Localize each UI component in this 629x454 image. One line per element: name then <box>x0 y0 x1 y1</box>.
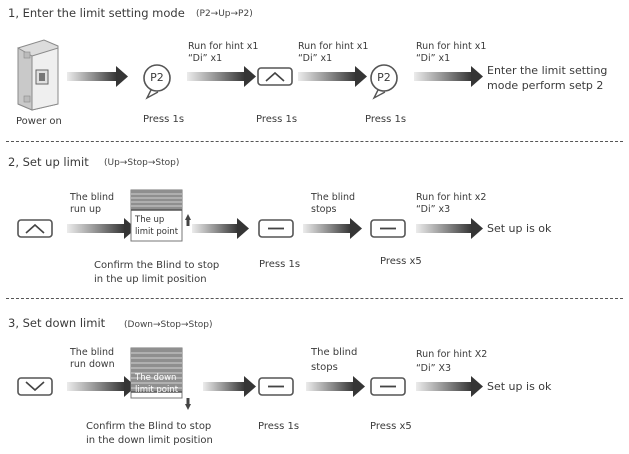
up-limit-label: The up limit point <box>135 214 178 238</box>
p2-button-icon <box>143 64 171 100</box>
down-button-icon <box>17 377 53 396</box>
stop-button-icon-3b <box>370 377 406 396</box>
section1-sequence: (P2→Up→P2) <box>196 9 253 19</box>
arrow-2-1 <box>67 218 136 239</box>
arrow-3-4 <box>416 376 483 397</box>
result-line1: Enter the limit setting <box>487 64 608 77</box>
arrow-1-2 <box>187 66 256 87</box>
blind-icon-up <box>130 189 191 242</box>
confirm-down-text: Confirm the Blind to stop in the down li… <box>86 420 213 448</box>
confirm-up-text: Confirm the Blind to stop in the up limi… <box>94 259 219 287</box>
press-label-3: Press 1s <box>365 114 407 125</box>
hint-3-line2: “Di” x1 <box>416 53 451 64</box>
section2-title: 2, Set up limit <box>8 155 89 169</box>
up-button-icon <box>257 67 293 86</box>
blind-icon-down <box>130 347 191 410</box>
confirm-down-line2: in the down limit position <box>86 435 213 446</box>
section2-sequence: (Up→Stop→Stop) <box>104 158 180 168</box>
stop-button-icon-2b <box>370 219 406 238</box>
hint-1-line1: Run for hint x1 <box>188 41 259 52</box>
section1-title: 1, Enter the limit setting mode <box>8 6 185 20</box>
confirm-up-line1: Confirm the Blind to stop <box>94 260 220 271</box>
hint-section2-line2: “Di” x3 <box>416 204 451 215</box>
separator-1 <box>6 141 623 142</box>
arrow-1-1 <box>67 66 128 87</box>
section3-sequence: (Down→Stop→Stop) <box>124 320 213 330</box>
result-setup-ok-3: Set up is ok <box>487 380 552 393</box>
blind-run-down-text: The blind run down <box>70 347 115 371</box>
press-label-1: Press 1s <box>143 114 185 125</box>
blind-stops-line1: The blind <box>311 192 356 203</box>
hint-section3: Run for hint X2 “Di” X3 <box>416 348 487 376</box>
p2-label-second: P2 <box>377 71 391 84</box>
blind-stops-text: The blind stops <box>311 192 355 216</box>
hint-section3-line1: Run for hint X2 <box>416 349 488 360</box>
blind-run-down-line2: run down <box>70 359 115 370</box>
hint-3-line1: Run for hint x1 <box>416 41 487 52</box>
blind-run-down-line1: The blind <box>70 347 115 358</box>
section3-title: 3, Set down limit <box>8 316 106 330</box>
separator-2 <box>6 298 623 299</box>
arrow-3-3 <box>306 376 365 397</box>
result-enter-mode: Enter the limit setting mode perform set… <box>487 63 607 93</box>
arrow-2-3 <box>303 218 362 239</box>
hint-2: Run for hint x1 “Di” x1 <box>298 41 368 65</box>
press-label-2b: Press x5 <box>380 256 422 267</box>
blind-stops-3-line2: stops <box>311 362 338 373</box>
hint-1-line2: “Di” x1 <box>188 53 223 64</box>
power-on-label: Power on <box>16 116 62 127</box>
hint-section2-line1: Run for hint x2 <box>416 192 487 203</box>
press-label-2a: Press 1s <box>259 259 301 270</box>
blind-run-up-line1: The blind <box>70 192 115 203</box>
hint-3: Run for hint x1 “Di” x1 <box>416 41 486 65</box>
confirm-up-line2: in the up limit position <box>94 274 207 285</box>
stop-button-icon-2a <box>258 219 294 238</box>
arrow-2-4 <box>416 218 483 239</box>
down-limit-label: The down limit point <box>135 372 178 396</box>
blind-run-up-line2: run up <box>70 204 102 215</box>
arrow-1-4 <box>414 66 483 87</box>
hint-2-line2: “Di” x1 <box>298 53 333 64</box>
arrow-3-1 <box>67 376 136 397</box>
blind-run-up-text: The blind run up <box>70 192 114 216</box>
up-limit-line2: limit point <box>135 227 179 237</box>
down-limit-line2: limit point <box>135 385 179 395</box>
down-limit-line1: The down <box>135 373 177 383</box>
stop-button-icon-3a <box>258 377 294 396</box>
hint-2-line1: Run for hint x1 <box>298 41 369 52</box>
p2-label: P2 <box>150 71 164 84</box>
press-label-3b: Press x5 <box>370 421 412 432</box>
up-button-icon-2 <box>17 219 53 238</box>
p2-button-icon-second <box>370 64 398 100</box>
result-line2: mode perform setp 2 <box>487 79 604 92</box>
hint-section3-line2: “Di” X3 <box>416 363 452 374</box>
confirm-down-line1: Confirm the Blind to stop <box>86 421 212 432</box>
blind-stops-line2: stops <box>311 204 337 215</box>
result-setup-ok-2: Set up is ok <box>487 222 552 235</box>
arrow-2-2 <box>192 218 249 239</box>
power-switch-icon <box>17 39 59 111</box>
press-label-2: Press 1s <box>256 114 298 125</box>
press-label-3a: Press 1s <box>258 421 300 432</box>
arrow-1-3 <box>298 66 367 87</box>
blind-stops-3-line1: The blind <box>311 347 358 358</box>
hint-1: Run for hint x1 “Di” x1 <box>188 41 258 65</box>
blind-stops-text-3: The blind stops <box>311 345 357 375</box>
arrow-3-2 <box>203 376 256 397</box>
hint-section2: Run for hint x2 “Di” x3 <box>416 192 486 216</box>
up-limit-line1: The up <box>135 215 165 225</box>
